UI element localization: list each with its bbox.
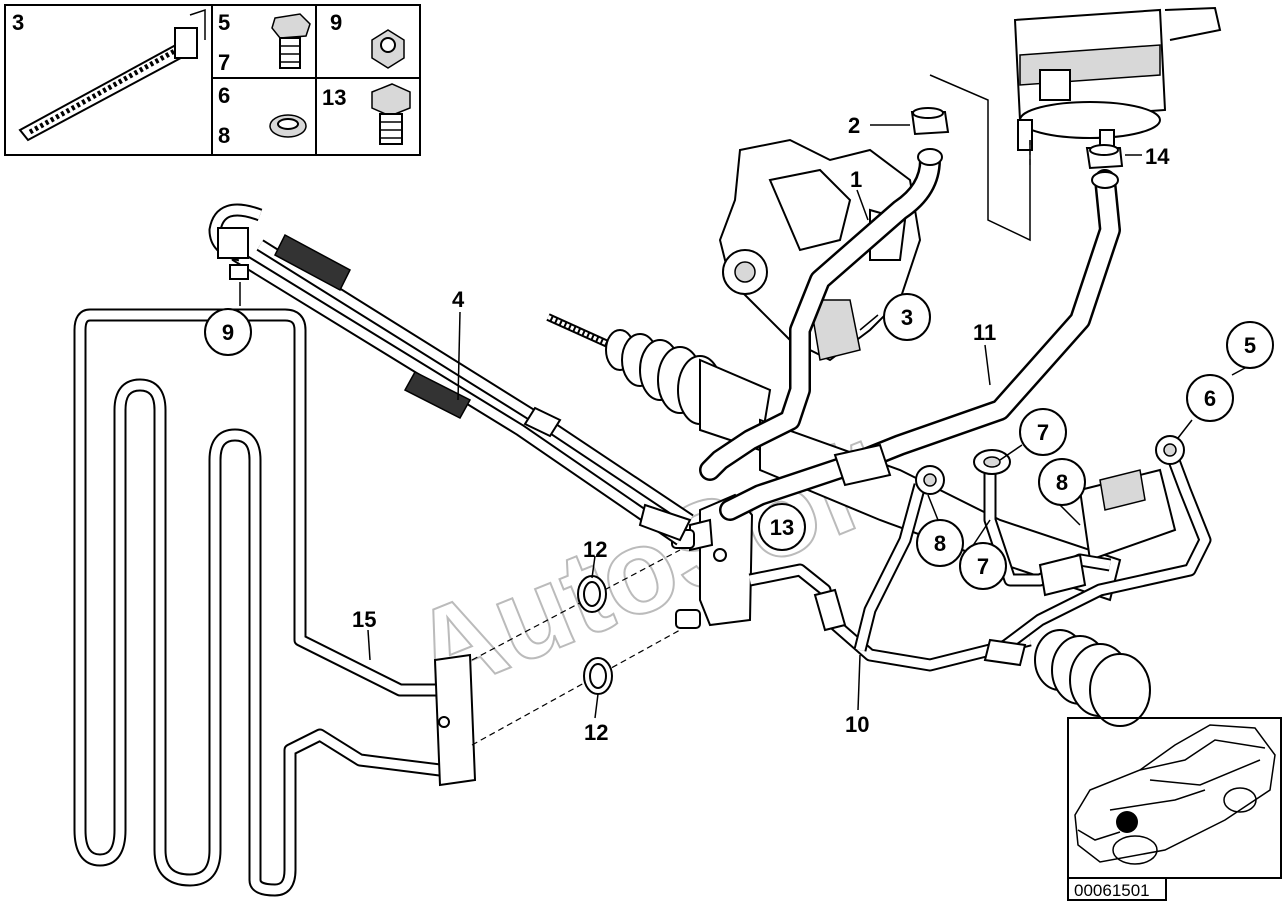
- legend-cell-9: 9: [330, 10, 405, 69]
- legend-label: 7: [218, 50, 230, 75]
- hex-bolt-icon: [371, 83, 411, 145]
- hose-line-1: [699, 148, 943, 481]
- svg-text:6: 6: [1204, 386, 1216, 411]
- svg-text:5: 5: [1244, 333, 1256, 358]
- legend-label: 6: [218, 83, 230, 108]
- hose-clamp-2: [910, 107, 950, 136]
- hollow-bolt-icon: [271, 13, 311, 69]
- callout-circle-9: 9: [204, 308, 252, 356]
- callout-circle-5: 5: [1226, 321, 1274, 369]
- svg-text:3: 3: [901, 305, 913, 330]
- hose-line-4: [208, 203, 694, 546]
- svg-text:7: 7: [1037, 420, 1049, 445]
- o-ring-upper: [577, 575, 607, 613]
- callout-circle-8-lower: 8: [916, 519, 964, 567]
- fluid-reservoir: [1013, 6, 1222, 153]
- callout-11: 11: [973, 320, 996, 345]
- callout-2: 2: [848, 113, 860, 138]
- callout-12-lower: 12: [584, 720, 608, 745]
- hose-line-10: [748, 447, 1212, 672]
- legend-label: 9: [330, 10, 342, 35]
- callout-circle-13: 13: [758, 503, 806, 551]
- hose-clamp-14: [1085, 144, 1124, 170]
- o-ring-lower: [583, 657, 613, 695]
- callout-10: 10: [845, 712, 869, 737]
- legend-label: 8: [218, 123, 230, 148]
- callout-12-upper: 12: [583, 537, 607, 562]
- callout-circle-7-upper: 7: [1019, 408, 1067, 456]
- locator-inset: 00061501: [1067, 717, 1282, 901]
- svg-text:8: 8: [1056, 470, 1068, 495]
- seal-ring-icon: [269, 114, 307, 138]
- legend-cell-3: 3: [12, 8, 206, 142]
- legend-panel: 3 5 7 9: [4, 4, 421, 156]
- plain-callouts: 2 1 14 4 11 15 12 12 10: [352, 113, 1170, 745]
- legend-label: 3: [12, 10, 24, 35]
- cable-tie-icon: [18, 8, 206, 142]
- legend-cell-13: 13: [322, 83, 411, 145]
- callout-14: 14: [1145, 144, 1170, 169]
- coil-bracket: [433, 653, 477, 787]
- nut-icon: [371, 29, 405, 69]
- fitting-lower: [675, 609, 701, 629]
- svg-text:13: 13: [770, 515, 794, 540]
- cooling-coil: [73, 308, 477, 897]
- legend-cell-5-7: 5 7: [218, 10, 311, 75]
- callout-1: 1: [850, 167, 862, 192]
- drawing-number: 00061501: [1074, 881, 1150, 900]
- callout-circle-7-lower: 7: [959, 542, 1007, 590]
- svg-text:7: 7: [977, 554, 989, 579]
- car-locator-icon: [1074, 724, 1276, 865]
- rack-boot-left: [605, 329, 772, 452]
- legend-label: 5: [218, 10, 230, 35]
- guide-lines: [929, 74, 1031, 242]
- callout-circle-8-upper: 8: [1038, 458, 1086, 506]
- callout-15: 15: [352, 607, 376, 632]
- legend-cell-6-8: 6 8: [218, 83, 307, 148]
- legend-label: 13: [322, 85, 346, 110]
- rack-boot-right: [1034, 629, 1151, 727]
- circled-callouts: 3 5 6 7 8 9 13 8: [204, 293, 1274, 590]
- banjo-fittings: [915, 435, 1185, 495]
- hose-line-11: [719, 169, 1121, 521]
- svg-text:9: 9: [222, 320, 234, 345]
- svg-text:8: 8: [934, 531, 946, 556]
- callout-circle-6: 6: [1186, 374, 1234, 422]
- callout-4: 4: [452, 287, 465, 312]
- callout-circle-3: 3: [883, 293, 931, 341]
